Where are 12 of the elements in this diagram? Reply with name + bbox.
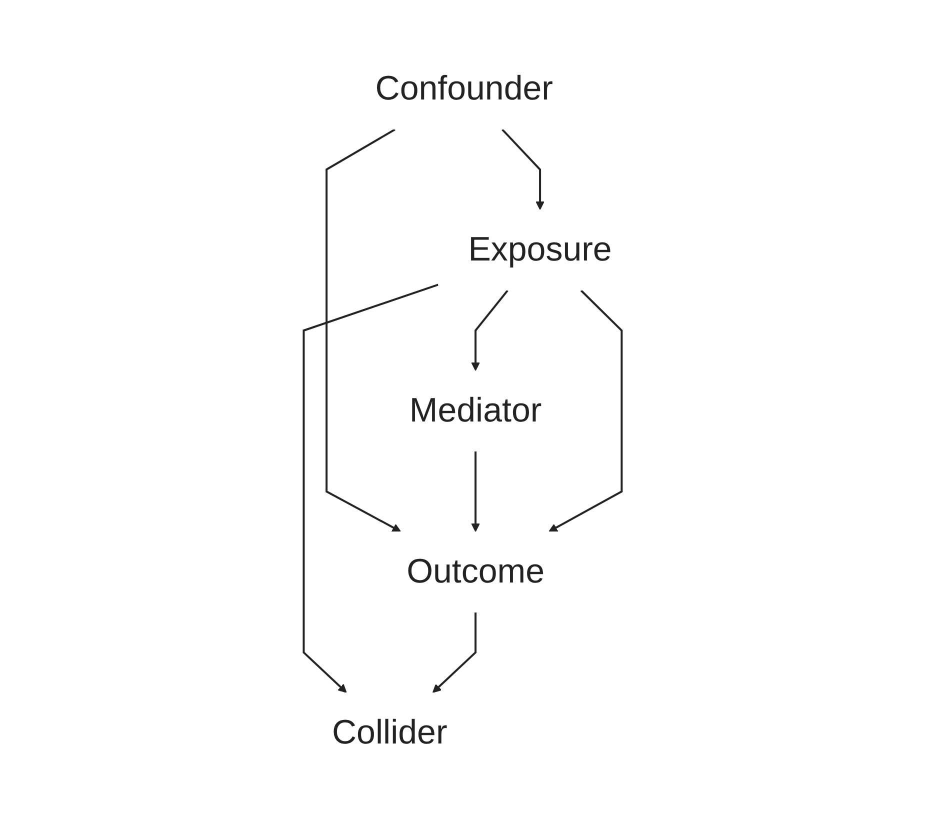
node-text: Exposure (468, 230, 612, 269)
arrow (471, 290, 508, 371)
arrow (471, 452, 480, 532)
node-text: Collider (332, 713, 448, 752)
node-text: Mediator (409, 392, 542, 430)
arrow (548, 290, 623, 532)
arrow (502, 128, 544, 210)
arrow (302, 284, 439, 693)
node-text: Confounder (375, 70, 554, 108)
node-text: Outcome (406, 552, 545, 590)
arrow (432, 612, 477, 693)
arrow (326, 128, 402, 532)
